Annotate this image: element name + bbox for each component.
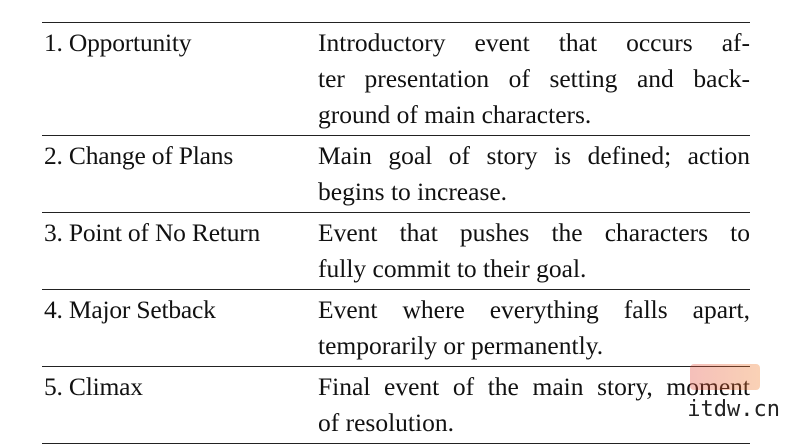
- turning-point-description: Event where everything falls apart, temp…: [314, 290, 750, 367]
- table-row: 3. Point of No Return Event that pushes …: [42, 212, 750, 290]
- turning-point-name: 1. Opportunity: [44, 28, 192, 57]
- turning-point-name: 2. Change of Plans: [44, 141, 234, 170]
- watermark-text: itdw.cn: [683, 397, 784, 422]
- watermark-logo-icon: [690, 364, 760, 390]
- table-row: 2. Change of Plans Main goal of story is…: [42, 135, 750, 213]
- description-line: ground of main characters.: [318, 100, 592, 129]
- description-line: temporarily or permanently.: [318, 331, 604, 360]
- turning-point-description: Event that pushes the characters to full…: [314, 213, 750, 290]
- description-line: Final event of the main story, moment: [318, 372, 750, 401]
- table-row: 4. Major Setback Event where everything …: [42, 289, 750, 367]
- description-line: Introductory event that occurs af-: [318, 28, 750, 57]
- table-row: 5. Climax Final event of the main story,…: [42, 366, 750, 444]
- table-row: 1. Opportunity Introductory event that o…: [42, 22, 750, 136]
- description-line: ter presentation of setting and back-: [318, 64, 750, 93]
- turning-points-table-container: 1. Opportunity Introductory event that o…: [42, 22, 750, 444]
- turning-point-description: Final event of the main story, moment of…: [314, 367, 750, 444]
- description-line: Main goal of story is defined; action: [318, 141, 750, 170]
- turning-point-description: Main goal of story is defined; action be…: [314, 136, 750, 213]
- turning-point-name: 5. Climax: [44, 372, 143, 401]
- turning-points-table: 1. Opportunity Introductory event that o…: [42, 22, 750, 444]
- description-line: Event where everything falls apart,: [318, 295, 750, 324]
- turning-point-name: 4. Major Setback: [44, 295, 216, 324]
- description-line: Event that pushes the characters to: [318, 218, 750, 247]
- turning-point-name: 3. Point of No Return: [44, 218, 261, 247]
- description-line: begins to increase.: [318, 177, 508, 206]
- description-line: fully commit to their goal.: [318, 254, 587, 283]
- turning-point-description: Introductory event that occurs af- ter p…: [314, 23, 750, 136]
